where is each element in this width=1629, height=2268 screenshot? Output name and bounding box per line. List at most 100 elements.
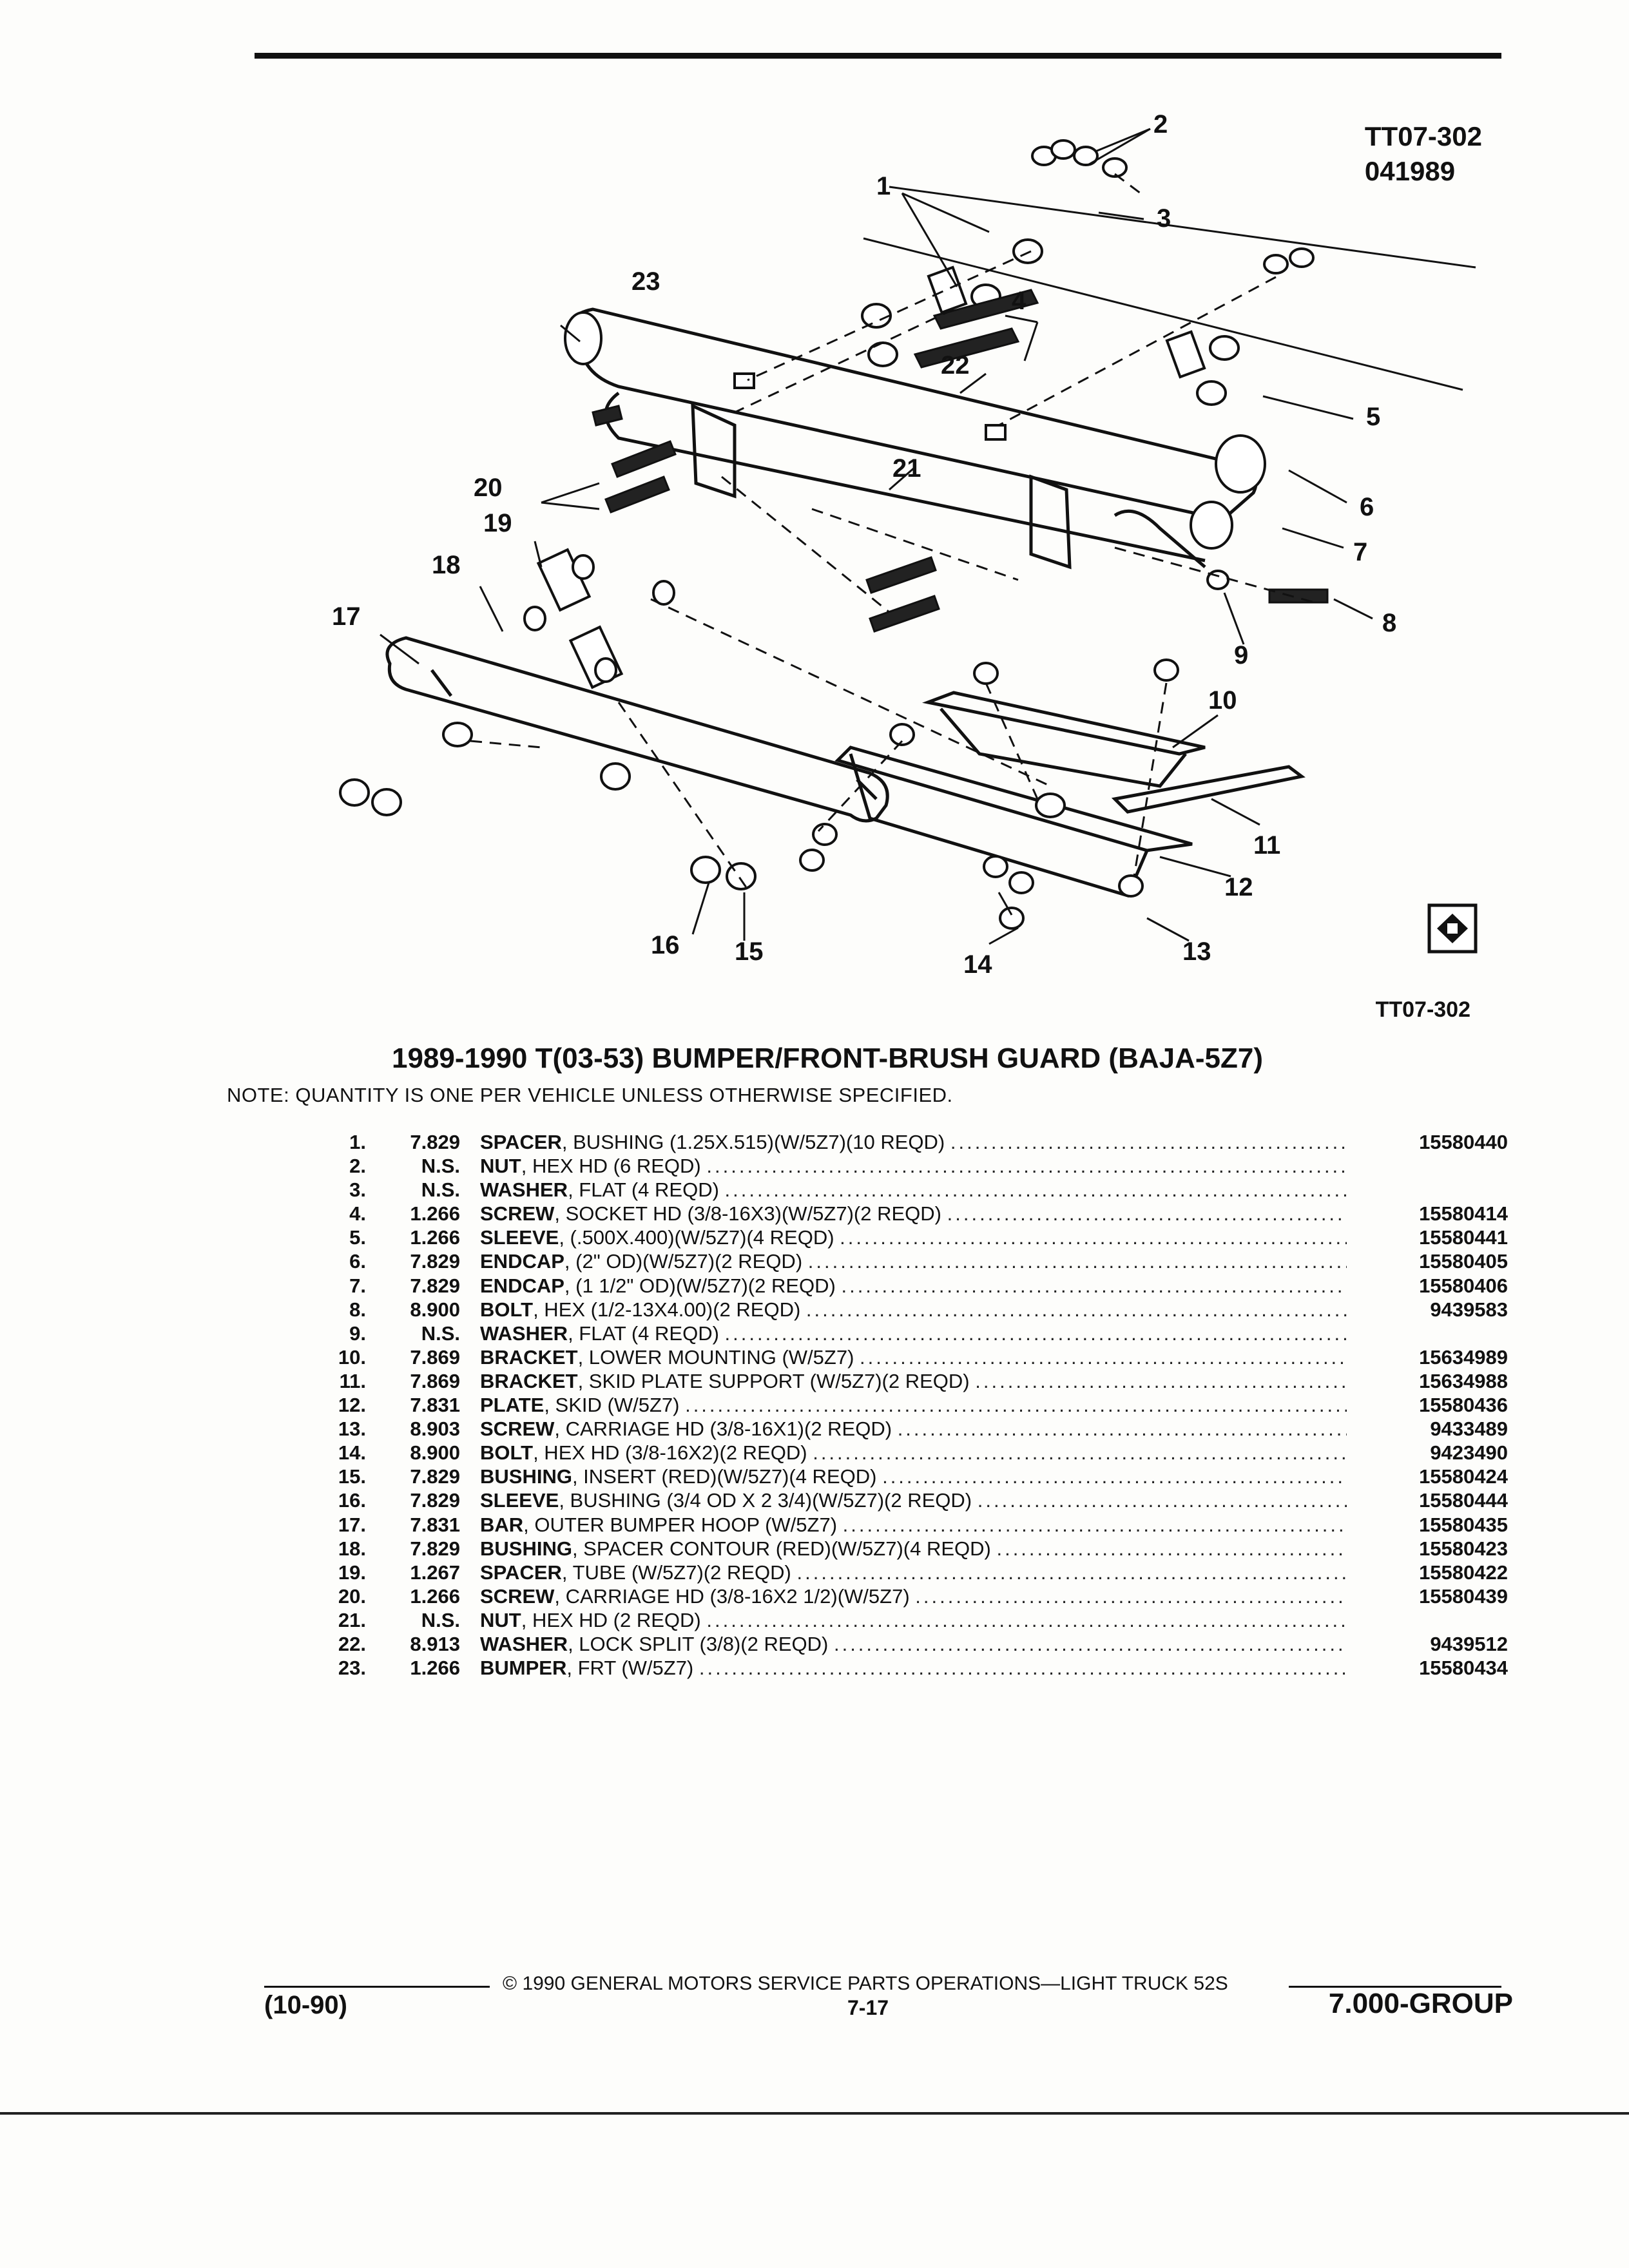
item-number: 4. (349, 1202, 366, 1225)
item-description: PLATE, SKID (W/5Z7) ....................… (480, 1393, 1347, 1417)
group-number: 7.829 (410, 1131, 460, 1153)
callout-9: 9 (1234, 641, 1248, 669)
item-number: 5. (349, 1226, 366, 1249)
callout-6: 6 (1360, 493, 1374, 521)
item-detail: , BUSHING (1.25X.515)(W/5Z7)(10 REQD) (561, 1131, 945, 1153)
part-number: 15580439 (1419, 1584, 1508, 1608)
item-number: 10. (338, 1345, 366, 1369)
item-number: 22. (338, 1632, 366, 1655)
group-number: 7.831 (410, 1513, 460, 1536)
callout-23: 23 (631, 267, 660, 296)
group-number: N.S. (421, 1155, 460, 1178)
hardware-items (339, 139, 1329, 930)
leader-dots: ........................................… (833, 1632, 1347, 1655)
item-description: ENDCAP, (1 1/2" OD)(W/5Z7)(2 REQD) .....… (480, 1274, 1347, 1298)
part-number: 15634989 (1419, 1345, 1508, 1369)
item-name: ENDCAP (480, 1274, 564, 1297)
item-number: 18. (338, 1537, 366, 1560)
footer-rule-right (1289, 1986, 1501, 1988)
group-number: 7.829 (410, 1537, 460, 1560)
item-name: NUT (480, 1608, 521, 1631)
leader-dots: ........................................… (915, 1584, 1347, 1608)
item-name: SLEEVE (480, 1226, 559, 1249)
callout-16: 16 (651, 931, 680, 959)
diagram-reference: TT07-302 041989 (1365, 119, 1482, 189)
leader-dots: ........................................… (699, 1657, 1347, 1680)
callout-numbers: 1 2 3 4 5 6 7 8 9 10 11 12 13 14 15 16 1… (332, 110, 1396, 979)
item-number: 9. (349, 1321, 366, 1345)
item-description: BOLT, HEX (1/2-13X4.00)(2 REQD) ........… (480, 1298, 1347, 1321)
leader-dots: ........................................… (841, 1274, 1347, 1297)
item-description: BRACKET, LOWER MOUNTING (W/5Z7) ........… (480, 1345, 1347, 1369)
leader-dots: ........................................… (996, 1537, 1347, 1560)
leader-dots: ........................................… (975, 1369, 1347, 1392)
item-name: BRACKET (480, 1369, 578, 1392)
item-description: SPACER, TUBE (W/5Z7)(2 REQD) ...........… (480, 1561, 1347, 1584)
group-number: 7.829 (410, 1250, 460, 1273)
parts-row: 2.N.S.NUT, HEX HD (6 REQD) .............… (303, 1154, 1508, 1178)
diagram-ref-date: 041989 (1364, 156, 1456, 186)
item-description: WASHER, LOCK SPLIT (3/8)(2 REQD) .......… (480, 1632, 1347, 1656)
callout-4: 4 (1012, 287, 1027, 315)
item-description: BRACKET, SKID PLATE SUPPORT (W/5Z7)(2 RE… (480, 1369, 1347, 1393)
group-number: 1.266 (410, 1202, 460, 1225)
leader-dots: ........................................… (897, 1418, 1347, 1441)
item-description: SLEEVE, BUSHING (3/4 OD X 2 3/4)(W/5Z7)(… (480, 1488, 1347, 1512)
part-number: 15580424 (1419, 1465, 1508, 1488)
item-number: 16. (338, 1489, 366, 1512)
parts-row: 18. 7.829 BUSHING, SPACER CONTOUR (RED)(W/… (303, 1537, 1508, 1561)
item-detail: , HEX HD (2 REQD) (521, 1608, 701, 1631)
leader-dots: ........................................… (860, 1345, 1347, 1369)
leader-dots: ........................................… (950, 1131, 1347, 1153)
part-number: 15580422 (1419, 1561, 1508, 1584)
group-number: 1.267 (410, 1561, 460, 1584)
item-description: ENDCAP, (2" OD)(W/5Z7)(2 REQD) .........… (480, 1249, 1347, 1273)
item-name: WASHER (480, 1632, 568, 1655)
catalog-symbol-icon (1427, 903, 1478, 954)
item-detail: , FRT (W/5Z7) (566, 1657, 694, 1680)
leader-dots: ........................................… (706, 1155, 1347, 1178)
group-number: 7.829 (410, 1465, 460, 1488)
leader-dots: ........................................… (796, 1561, 1347, 1584)
callout-5: 5 (1366, 403, 1380, 431)
leader-dots: ........................................… (724, 1321, 1347, 1345)
item-detail: , HEX HD (6 REQD) (521, 1155, 701, 1178)
item-number: 3. (349, 1178, 366, 1202)
item-name: BUMPER (480, 1657, 567, 1680)
frame-rail-line (863, 237, 1463, 391)
group-number: 7.869 (410, 1369, 460, 1392)
leader-dots: ........................................… (840, 1226, 1347, 1249)
bottom-rule (0, 2112, 1629, 2115)
callout-10: 10 (1208, 686, 1237, 715)
item-description: SCREW, SOCKET HD (3/8-16X3)(W/5Z7)(2 REQ… (480, 1202, 1347, 1225)
item-name: SCREW (480, 1418, 555, 1441)
parts-row: 4. 1.266 SCREW, SOCKET HD (3/8-16X3)(W/5Z7… (303, 1202, 1508, 1225)
item-description: BUSHING, SPACER CONTOUR (RED)(W/5Z7)(4 R… (480, 1537, 1347, 1561)
item-number: 15. (338, 1465, 366, 1488)
item-description: BOLT, HEX HD (3/8-16X2)(2 REQD) ........… (480, 1441, 1347, 1465)
item-detail: , SPACER CONTOUR (RED)(W/5Z7)(4 REQD) (572, 1537, 991, 1560)
item-detail: , HEX (1/2-13X4.00)(2 REQD) (533, 1298, 801, 1321)
part-number: 15580406 (1419, 1274, 1508, 1297)
item-name: NUT (480, 1155, 521, 1178)
item-description: BUSHING, INSERT (RED)(W/5Z7)(4 REQD) ...… (480, 1465, 1347, 1488)
group-number: 8.903 (410, 1418, 460, 1441)
item-number: 8. (349, 1298, 366, 1321)
item-detail: , SOCKET HD (3/8-16X3)(W/5Z7)(2 REQD) (554, 1202, 941, 1225)
footer-group: 7.000-GROUP (1328, 1988, 1513, 2019)
assembly-lines (470, 173, 1315, 890)
top-rule (255, 53, 1501, 59)
item-number: 13. (338, 1418, 366, 1441)
callout-20: 20 (474, 474, 503, 502)
item-number: 6. (349, 1250, 366, 1273)
leader-dots: ........................................… (842, 1513, 1347, 1536)
item-name: ENDCAP (480, 1250, 564, 1273)
callout-12: 12 (1224, 873, 1253, 901)
item-name: SPACER (480, 1131, 562, 1153)
